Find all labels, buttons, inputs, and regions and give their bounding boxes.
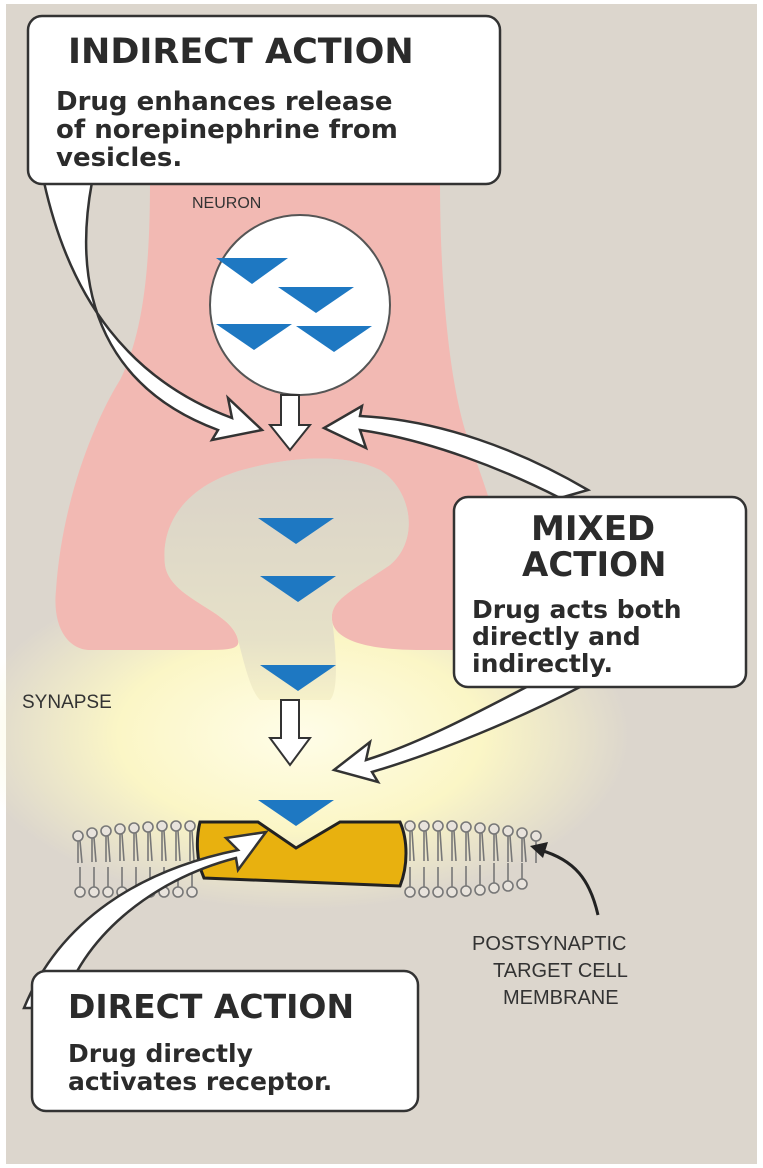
membrane-label-line1: POSTSYNAPTIC [472,933,626,955]
neuron-label: NEURON [192,195,261,212]
direct-action-title: DIRECT ACTION [68,987,354,1026]
direct-action-line1: Drug directly [68,1039,253,1068]
vesicle [210,215,390,395]
mixed-action-title-line1: MIXED [531,509,655,549]
membrane-label-line3: MEMBRANE [503,987,619,1009]
indirect-action-title: INDIRECT ACTION [68,32,414,72]
mixed-action-line2: directly and [472,622,641,651]
indirect-action-line3: vesicles. [56,143,182,173]
indirect-action-line1: Drug enhances release [56,87,393,117]
synapse-label: SYNAPSE [22,692,112,713]
indirect-action-line2: of norepinephrine from [56,115,398,145]
mixed-action-title-line2: ACTION [522,545,666,585]
membrane-label-line2: TARGET CELL [493,960,628,982]
direct-action-line2: activates receptor. [68,1067,332,1096]
mixed-action-line1: Drug acts both [472,595,682,624]
mixed-action-line3: indirectly. [472,649,613,678]
